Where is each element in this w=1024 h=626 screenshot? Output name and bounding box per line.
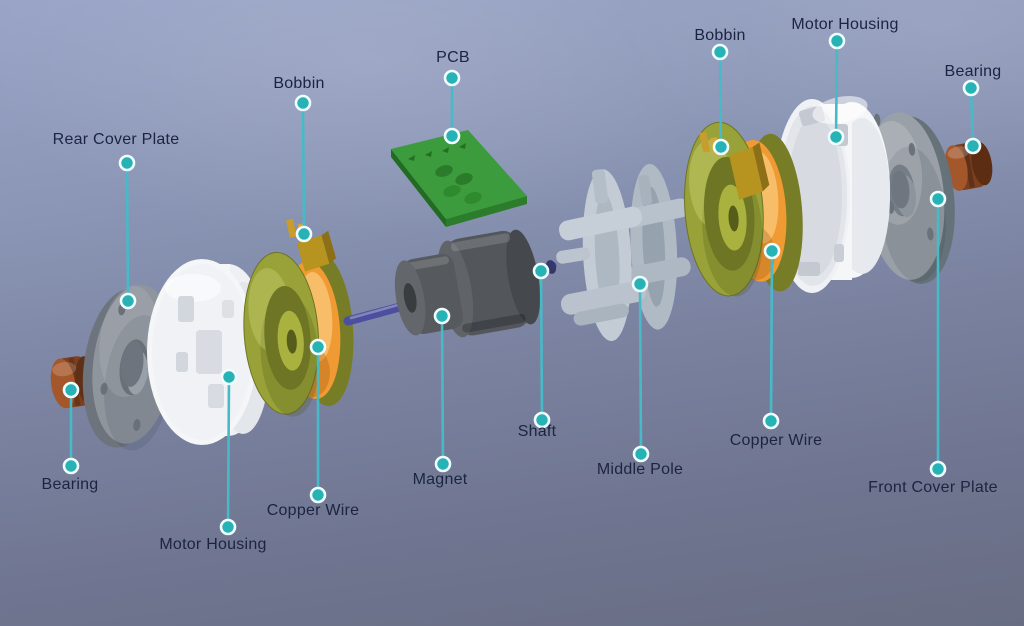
leader-dot-front-cover-plate-label	[929, 460, 947, 478]
leader-line-bobbin-rear	[301, 102, 306, 235]
leader-dot-shaft-part	[532, 262, 550, 280]
leader-line-copper-wire-front	[769, 250, 774, 422]
rear-cover-plate-part	[82, 284, 175, 451]
leader-dot-magnet-part	[433, 307, 451, 325]
leader-dot-middle-pole-part	[631, 275, 649, 293]
leader-dot-pcb-label	[443, 69, 461, 87]
middle-pole-part	[556, 163, 691, 342]
leader-dot-motor-housing-front-label	[828, 32, 846, 50]
bearing-front-part	[944, 141, 993, 191]
leader-dot-front-cover-plate-part	[929, 190, 947, 208]
leader-dot-bobbin-front-label	[711, 43, 729, 61]
leader-dot-magnet-label	[434, 455, 452, 473]
leader-dot-pcb-part	[443, 127, 461, 145]
leader-dot-middle-pole-label	[632, 445, 650, 463]
leader-dot-bearing-front-label	[962, 79, 980, 97]
leader-dot-rear-cover-plate-part	[119, 292, 137, 310]
bobbin-rear-part	[243, 218, 354, 417]
leader-dot-copper-wire-rear-part	[309, 338, 327, 356]
leader-dot-bearing-front-part	[964, 137, 982, 155]
bobbin-front-part	[684, 121, 803, 297]
leader-dot-motor-housing-front-part	[827, 128, 845, 146]
leader-dot-motor-housing-rear-label	[219, 518, 237, 536]
pcb-part	[391, 130, 527, 227]
leader-dot-motor-housing-rear-part	[220, 368, 238, 386]
leader-line-magnet	[440, 315, 445, 465]
leader-dot-copper-wire-rear-label	[309, 486, 327, 504]
leader-dot-bobbin-front-part	[712, 138, 730, 156]
leader-line-middle-pole	[638, 283, 643, 455]
leader-dot-bearing-rear-part	[62, 381, 80, 399]
leader-dot-rear-cover-plate-label	[118, 154, 136, 172]
leader-line-motor-housing-front	[834, 40, 839, 138]
leader-dot-copper-wire-front-part	[763, 242, 781, 260]
leader-line-shaft	[539, 270, 544, 421]
leader-dot-bobbin-rear-label	[294, 94, 312, 112]
leader-line-bearing-front	[969, 87, 975, 147]
motor-housing-rear-part	[147, 259, 270, 445]
leader-dot-bobbin-rear-part	[295, 225, 313, 243]
leader-line-motor-housing-rear	[226, 376, 231, 528]
leader-line-rear-cover-plate	[125, 162, 130, 302]
leader-line-bobbin-front	[718, 51, 723, 148]
leader-dot-shaft-label	[533, 411, 551, 429]
leader-dot-copper-wire-front-label	[762, 412, 780, 430]
magnet-part	[394, 229, 541, 338]
callout-layer	[62, 32, 982, 536]
leader-dot-bearing-rear-label	[62, 457, 80, 475]
